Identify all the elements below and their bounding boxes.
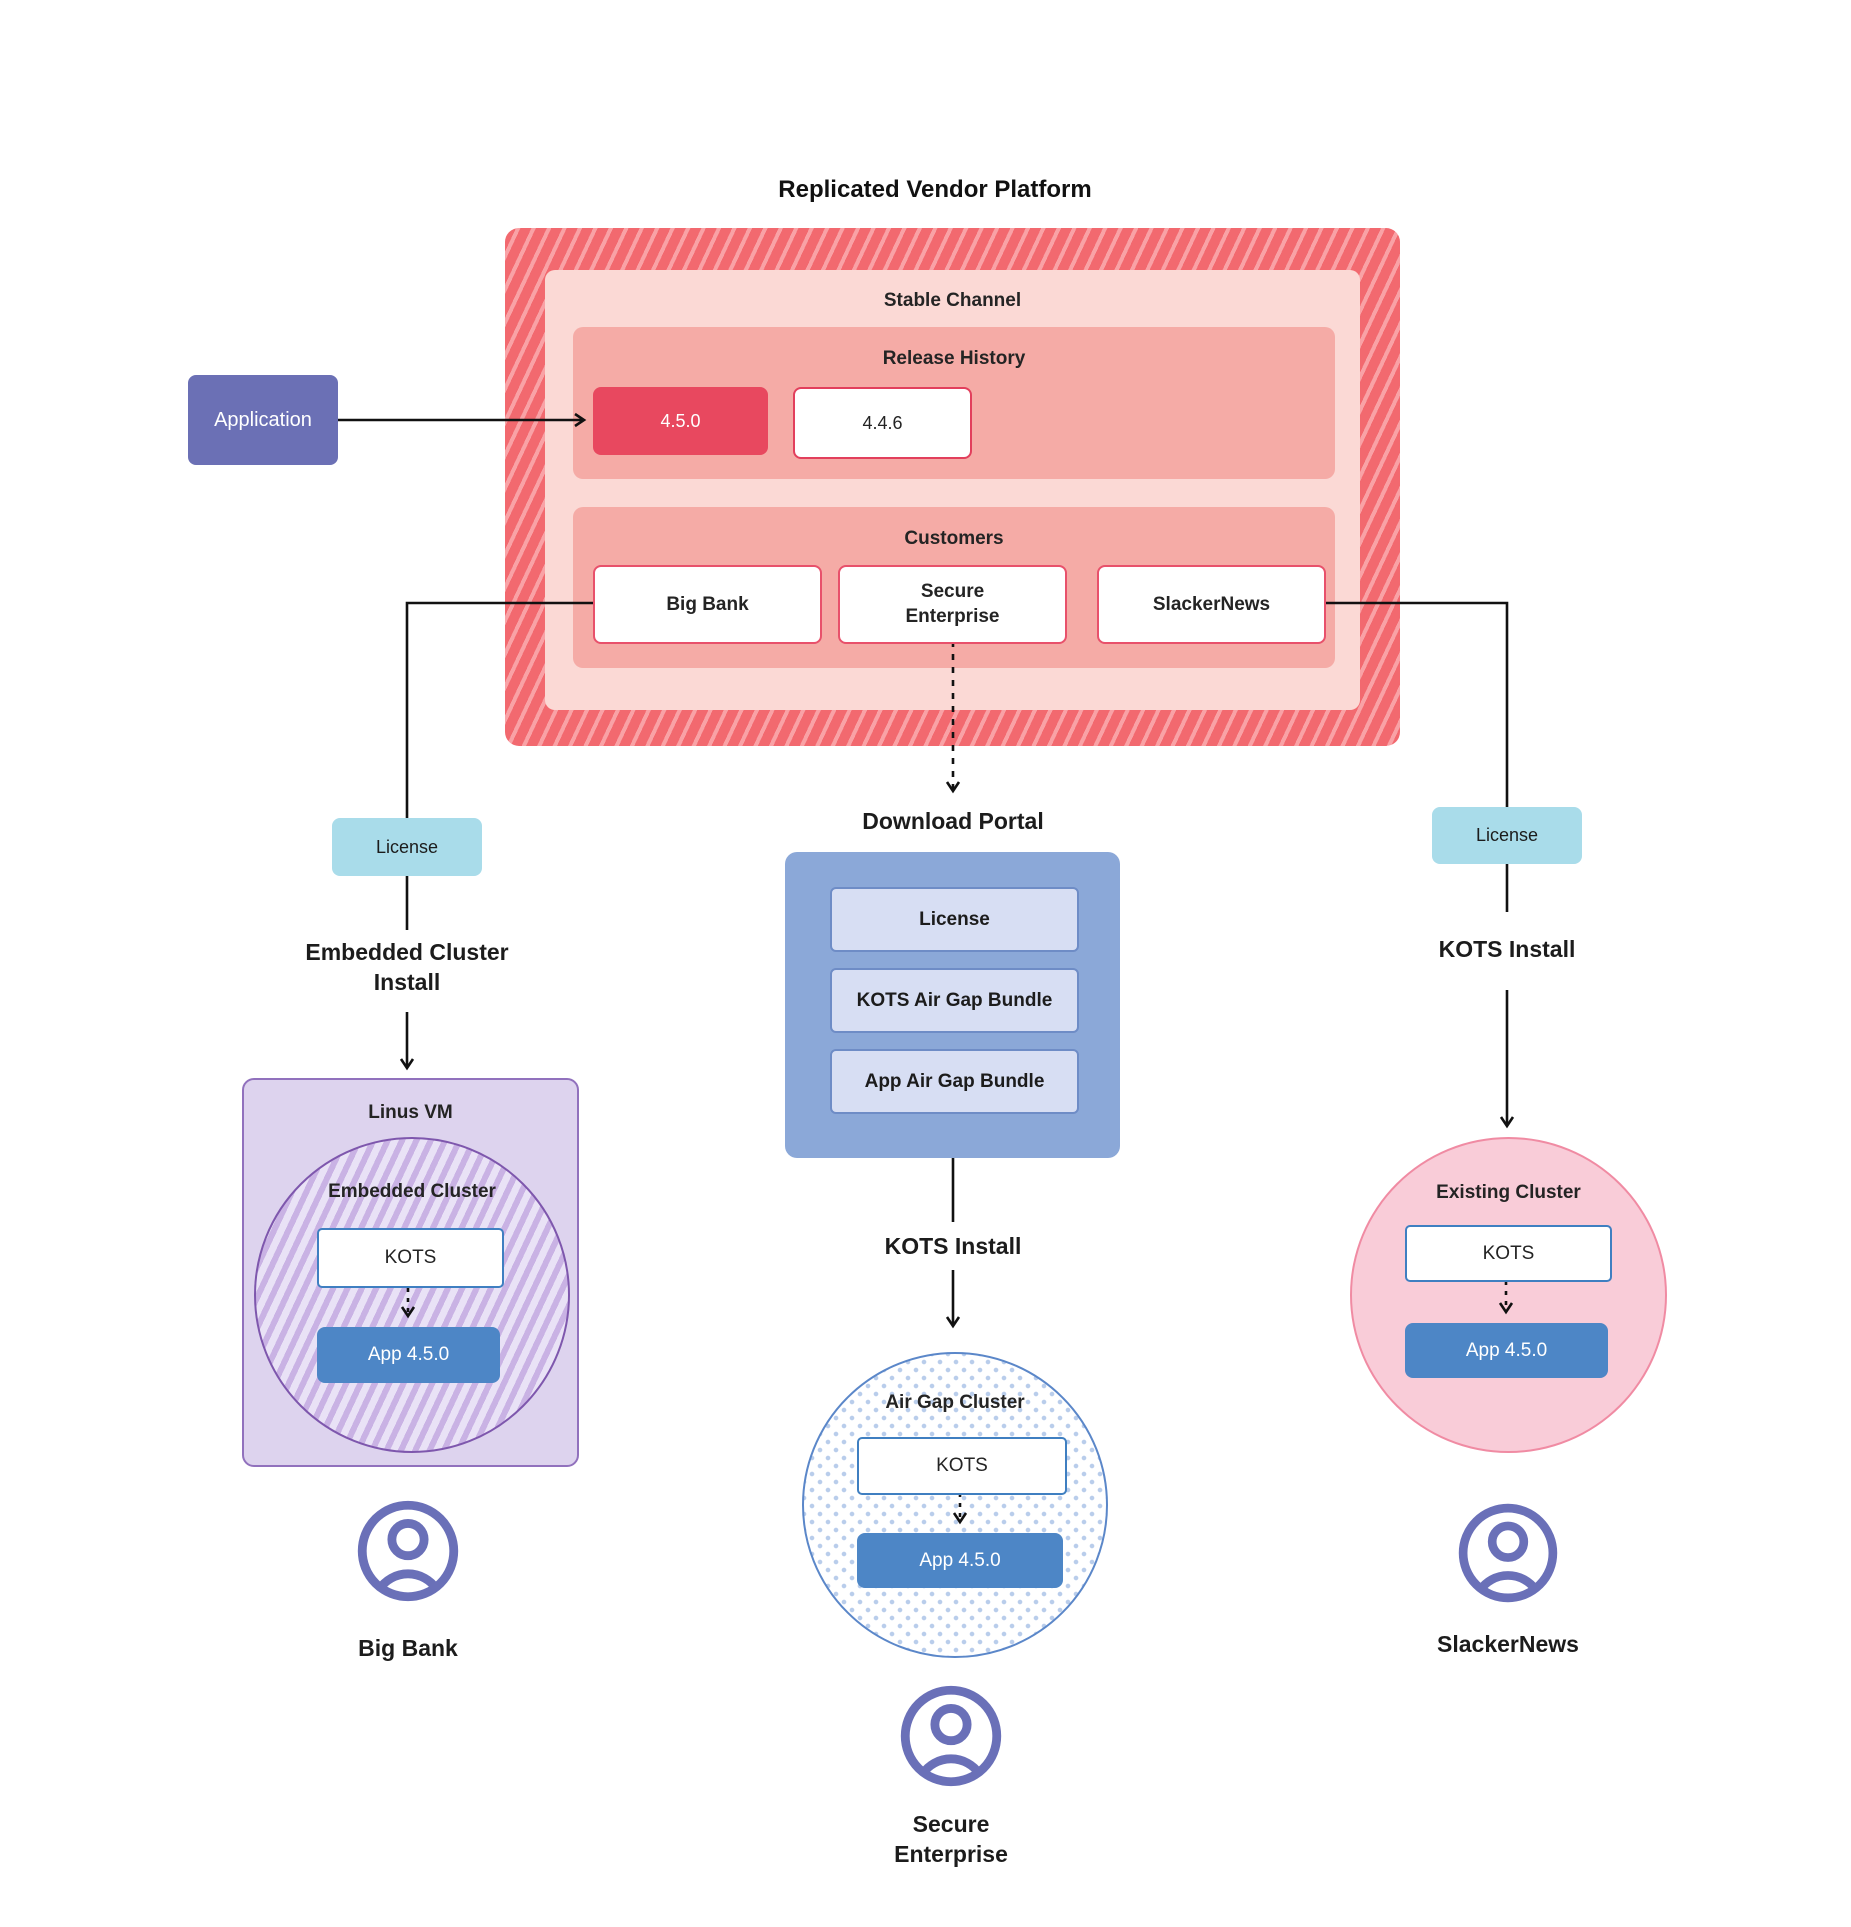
- portal-item-license: License: [830, 887, 1079, 952]
- customer-box-big-bank: Big Bank: [593, 565, 822, 644]
- app-box-center: App 4.5.0: [857, 1533, 1063, 1588]
- embedded-cluster-circle: Embedded Cluster: [254, 1137, 570, 1453]
- air-gap-cluster-circle: Air Gap Cluster: [802, 1352, 1108, 1658]
- app-box-right: App 4.5.0: [1405, 1323, 1608, 1378]
- user-label-secure-enterprise: Secure Enterprise: [894, 1811, 1008, 1867]
- existing-cluster-label: Existing Cluster: [1436, 1182, 1581, 1203]
- embedded-cluster-label: Embedded Cluster: [328, 1181, 496, 1202]
- user-icon: [1458, 1503, 1558, 1603]
- kots-box-left: KOTS: [317, 1228, 504, 1288]
- customer-box-secure-enterprise: Secure Enterprise: [838, 565, 1067, 644]
- user-label-big-bank: Big Bank: [358, 1635, 458, 1661]
- download-portal-box: License KOTS Air Gap Bundle App Air Gap …: [785, 852, 1120, 1158]
- customer-box-slackernews: SlackerNews: [1097, 565, 1326, 644]
- user-label-slackernews: SlackerNews: [1437, 1631, 1579, 1657]
- application-box: Application: [188, 375, 338, 465]
- user-icon: [900, 1685, 1002, 1787]
- version-box-446: 4.4.6: [793, 387, 972, 459]
- existing-cluster-circle: Existing Cluster: [1350, 1137, 1667, 1453]
- user-icon: [357, 1500, 459, 1602]
- kots-install-label-right: KOTS Install: [1438, 936, 1576, 962]
- stable-channel-label: Stable Channel: [883, 290, 1022, 311]
- air-gap-cluster-label: Air Gap Cluster: [885, 1392, 1025, 1413]
- portal-item-kots-airgap-bundle: KOTS Air Gap Bundle: [830, 968, 1079, 1033]
- kots-box-right: KOTS: [1405, 1225, 1612, 1282]
- license-box-right: License: [1432, 807, 1582, 864]
- customer-box-big-bank-label: Big Bank: [666, 593, 749, 615]
- customers-label: Customers: [904, 528, 1004, 549]
- linus-vm-label: Linus VM: [368, 1102, 453, 1123]
- release-history-label: Release History: [882, 348, 1026, 369]
- customer-box-secure-enterprise-label: Secure Enterprise: [905, 580, 1000, 627]
- customer-box-slackernews-label: SlackerNews: [1152, 593, 1271, 615]
- diagram-title: Replicated Vendor Platform: [778, 176, 1092, 203]
- kots-box-center: KOTS: [857, 1437, 1067, 1495]
- version-box-450: 4.5.0: [593, 387, 768, 455]
- portal-item-app-airgap-bundle: App Air Gap Bundle: [830, 1049, 1079, 1114]
- embedded-cluster-install-label: Embedded Cluster Install: [305, 939, 509, 995]
- app-box-left: App 4.5.0: [317, 1327, 500, 1383]
- download-portal-label: Download Portal: [862, 808, 1044, 834]
- license-box-left: License: [332, 818, 482, 876]
- kots-install-label-center: KOTS Install: [884, 1233, 1022, 1259]
